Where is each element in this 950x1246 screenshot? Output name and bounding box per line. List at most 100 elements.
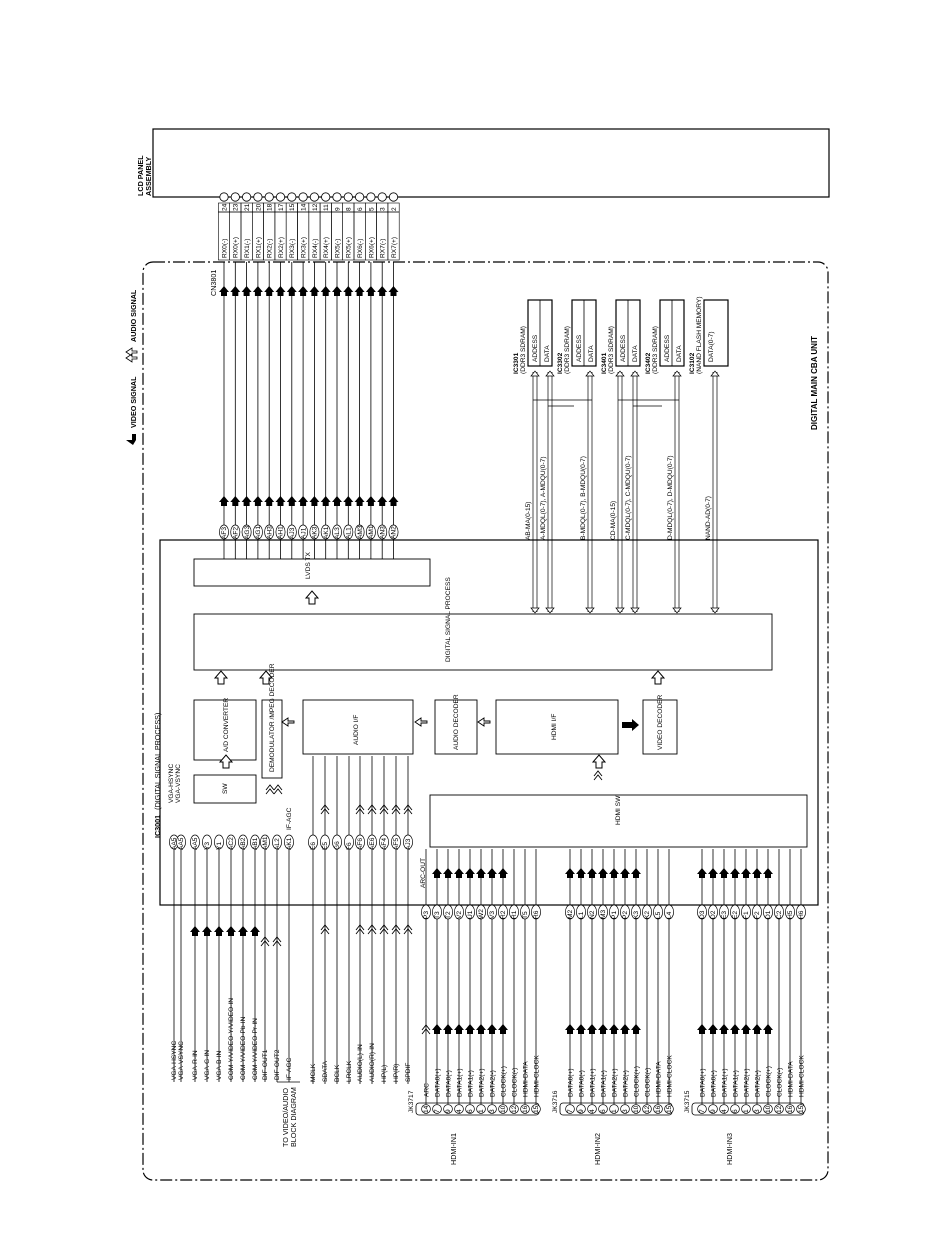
hdmi-sw-block (429, 794, 808, 848)
video-arrow-icon (309, 496, 320, 506)
cn3801-pin-name: RX2(-) (267, 239, 274, 258)
hdmi-jack-pin-number: 9 (710, 1109, 717, 1113)
audio-signal-label: MCLK (310, 1063, 317, 1082)
hdmi-pin-signal: CLOCK(-) (777, 1068, 784, 1097)
video-arrow-icon (752, 868, 762, 878)
video-decoder-block (642, 699, 678, 755)
hdmi-jack-pin (785, 1104, 795, 1114)
video-arrow-icon (763, 868, 773, 878)
audio-mark-icon (421, 1024, 431, 1035)
hdmi-jack-pin-number: 10 (633, 1105, 640, 1113)
audio-signal-label: HP(R) (393, 1064, 400, 1082)
ic-pin-label: AF3 (221, 527, 228, 539)
bus-arrow-icon (710, 607, 720, 614)
ic-pin-label: AF4 (381, 838, 388, 850)
bus-arrow-icon (545, 370, 555, 377)
hdmi-jack-pin (565, 1104, 575, 1114)
audio-signal-label: AUDIO(L)-IN (357, 1044, 364, 1082)
hdmi-jack-pin (531, 1104, 541, 1114)
video-arrow-icon (365, 286, 376, 296)
ic-vga-vsync: VGA-VSYNC (175, 764, 182, 803)
ic-pin-oval (176, 834, 186, 850)
bus-arrow-icon (710, 370, 720, 377)
hdmi-jack-pin (609, 1104, 619, 1114)
ic-pin-label: AB1 (252, 837, 259, 850)
cn3801-pin-name: RX1(+) (255, 237, 262, 258)
memory-row-label: ADDESS (620, 334, 627, 362)
ic-pin-label: M2 (567, 910, 574, 919)
ic-pin-label: P1 (611, 911, 618, 919)
audio-flow-icon (281, 717, 295, 727)
ic-pin-label: AJ1 (300, 527, 307, 539)
left-signal-label: COM-Y/VIDEO-Pb-IN (240, 1016, 247, 1080)
hdmi-jack-label: JK3715 (684, 1090, 691, 1113)
cn3801-pin-circle (287, 192, 297, 202)
memory-bus-label: A-MDQL(0-7), A-MDQU(0-7) (540, 456, 547, 540)
hdmi-jack-pin-number: 7 (567, 1109, 574, 1113)
video-arrow-icon (609, 868, 619, 878)
demod-block (261, 699, 283, 779)
video-arrow-icon (388, 496, 399, 506)
legend: VIDEO SIGNAL AUDIO SIGNAL (125, 289, 138, 445)
hdmi-jack-pin (631, 1104, 641, 1114)
bus-arrow-icon (545, 607, 555, 614)
hdmi-pin-signal: DATA1(-) (733, 1070, 740, 1097)
memory-row-label: DATA (544, 345, 551, 362)
cn3801-pin-name: RX6(-) (357, 239, 364, 258)
video-arrow-icon (487, 1024, 497, 1034)
ic-pin-label: AB2 (240, 837, 247, 850)
hdmi-pin-signal: DATA2(+) (612, 1068, 619, 1097)
cn3801-pin-circle (253, 192, 263, 202)
hdmi-jack-pin (796, 1104, 806, 1114)
hdmi-input-name: HDMI-IN1 (449, 1133, 458, 1165)
video-arrow-icon (598, 868, 608, 878)
video-arrow-icon (719, 1024, 729, 1034)
hdmi-pin-signal: HDMI-DATA (656, 1061, 663, 1097)
video-arrow-icon (275, 496, 286, 506)
ic3001-box (159, 539, 819, 906)
ic-pin-label: AN2 (391, 526, 398, 539)
hdmi-jack-pin (697, 1104, 707, 1114)
hdmi-pin-signal: CLOCK(+) (634, 1066, 641, 1097)
hdmi-jack-pin (763, 1104, 773, 1114)
memory-bus-label: B-MDQL(0-7), B-MDQU(0-7) (580, 456, 587, 540)
internal-flow-arrows (213, 590, 666, 795)
video-arrow-icon (498, 868, 508, 878)
audio-mark-icon (391, 924, 401, 935)
ic-pin-label: AE6 (369, 837, 376, 850)
ic-pin-oval (403, 834, 413, 850)
cn3801-pins: 24RX0(-)23RX0(+)21RX1(-)20RX1(+)18RX2(-)… (218, 192, 400, 261)
video-arrow-icon (377, 496, 388, 506)
cn3801-pin-circle (388, 192, 399, 202)
audio-mark-icon (265, 784, 275, 795)
hdmi-if-block (495, 699, 619, 755)
video-arrow-icon (241, 286, 252, 296)
ic-pin-oval (344, 834, 354, 850)
memory-row-label: DATA (588, 345, 595, 362)
video-arrow-icon (264, 496, 275, 506)
video-arrow-icon (443, 1024, 453, 1034)
hdmi-jack-pin (498, 1104, 508, 1114)
audio-signal-label: AUDIO(R)-IN (369, 1043, 376, 1082)
ic-pin-label: K2 (644, 911, 651, 919)
cn3801-pin-number: 21 (244, 203, 251, 211)
video-arrow-icon (565, 868, 575, 878)
left-signal-label: DIF-OUT1 (262, 1049, 269, 1080)
memory-bus-label: AB-MA(0-15) (525, 502, 532, 540)
hdmi-jack-pin (576, 1104, 586, 1114)
memory-chip-label: IC3102(NAND FLASH MEMORY) (689, 296, 703, 374)
hdmi-jack-pin (443, 1104, 453, 1114)
hdmi-jack-pin (719, 1104, 729, 1114)
ic-pin-label: U1 (467, 910, 474, 919)
hdmi-jack-pin-number: 4 (589, 1109, 596, 1113)
ic-pin-label: R2 (500, 910, 507, 919)
video-arrow-icon (432, 1024, 442, 1034)
video-arrow-icon (565, 1024, 575, 1034)
ic-pin-label: AF2 (233, 527, 240, 539)
video-arrow-icon (620, 1024, 630, 1034)
video-arrow-icon (298, 286, 309, 296)
ic-pin-label: T3 (434, 911, 441, 919)
audio-mark-icon (320, 804, 330, 815)
cn3801-pin-circle (275, 192, 286, 202)
audio-signal-label: HP(L) (381, 1065, 388, 1082)
